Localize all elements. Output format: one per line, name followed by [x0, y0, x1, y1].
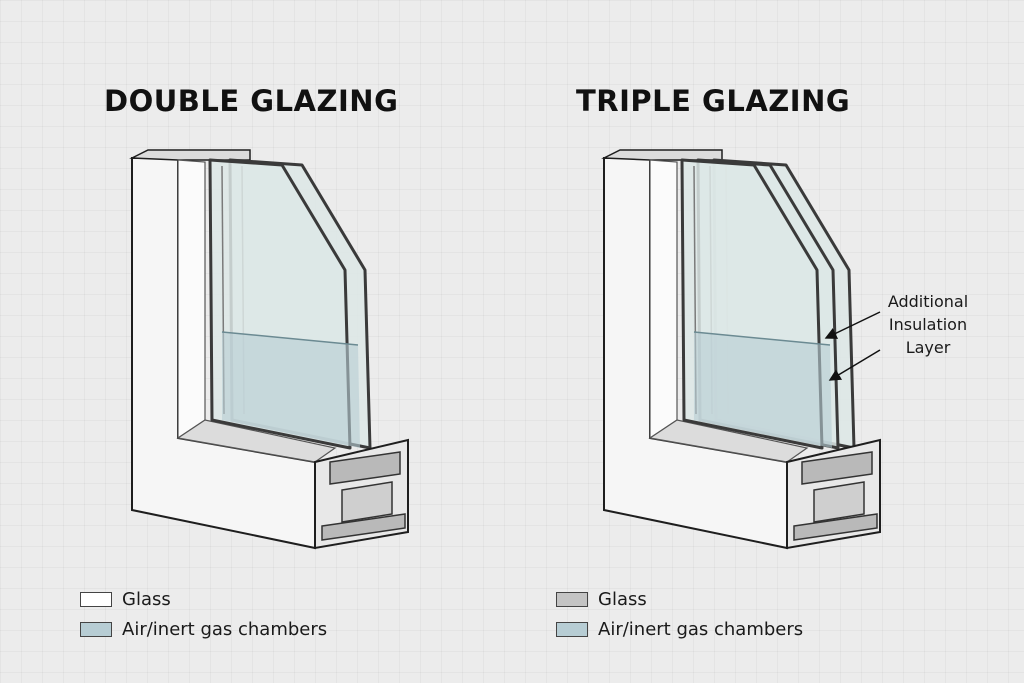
- gas-level-line: [221, 331, 359, 346]
- frame-top-cap: [601, 149, 723, 161]
- glass-swatch: [80, 591, 112, 607]
- gas-chamber: [222, 332, 360, 448]
- annotation-line: Layer: [905, 338, 951, 357]
- sill-face: [176, 419, 337, 463]
- legend-label: Air/inert gas chambers: [598, 618, 804, 640]
- annotation-line: Additional: [887, 292, 969, 311]
- frame-reveal: [177, 159, 206, 440]
- profile-chamber: [329, 451, 401, 485]
- double-glazing-title: DOUBLE GLAZING: [104, 84, 399, 118]
- gas-chamber-swatch: [80, 621, 112, 637]
- profile-chamber: [321, 513, 406, 541]
- legend-label: Glass: [598, 588, 647, 610]
- sill-face: [648, 419, 809, 463]
- profile-chamber: [801, 451, 873, 485]
- gas-chamber: [694, 332, 832, 448]
- gas-level-line: [693, 331, 831, 346]
- gas-chamber-swatch: [556, 621, 588, 637]
- glass-swatch: [556, 591, 588, 607]
- profile-chamber: [341, 481, 393, 523]
- annotation-arrow: [828, 349, 881, 381]
- legend-item-glass: Glass: [556, 584, 803, 614]
- additional-insulation-annotation: Additional Insulation Layer: [868, 290, 988, 359]
- profile-chamber: [813, 481, 865, 523]
- legend-item-gas: Air/inert gas chambers: [556, 614, 803, 644]
- triple-glazing-title: TRIPLE GLAZING: [576, 84, 851, 118]
- legend-item-gas: Air/inert gas chambers: [80, 614, 327, 644]
- double-window-section: [129, 149, 409, 550]
- triple-glazing-legend: Glass Air/inert gas chambers: [556, 584, 803, 644]
- frame-top-cap: [129, 149, 251, 161]
- double-glazing-legend: Glass Air/inert gas chambers: [80, 584, 327, 644]
- annotation-arrow: [824, 311, 881, 339]
- annotation-line: Insulation: [888, 315, 968, 334]
- frame-reveal: [649, 159, 678, 440]
- legend-label: Glass: [122, 588, 171, 610]
- triple-window-section: [601, 149, 881, 550]
- profile-chamber: [793, 513, 878, 541]
- legend-item-glass: Glass: [80, 584, 327, 614]
- legend-label: Air/inert gas chambers: [122, 618, 328, 640]
